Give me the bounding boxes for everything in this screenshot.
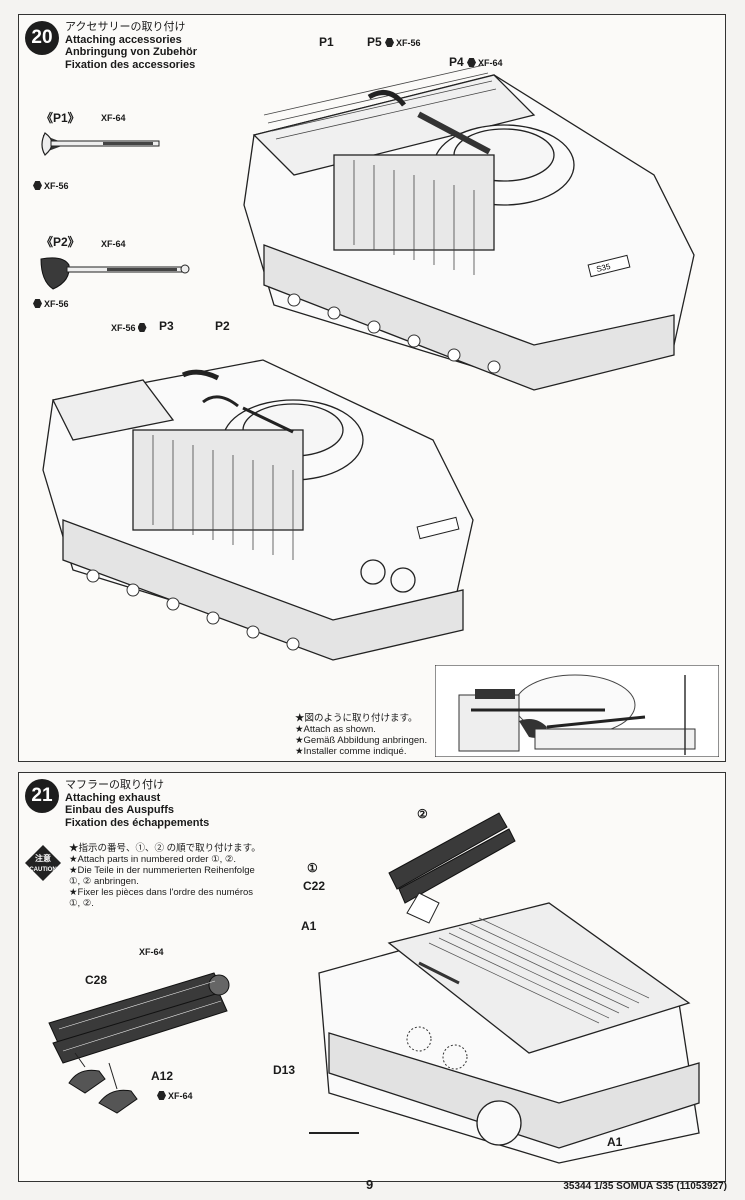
shovel-icon: [40, 257, 190, 290]
paint-xf56-p5: XF-56: [383, 38, 421, 48]
paint-xf64-c28: XF-64: [139, 947, 164, 957]
exhaust-parts-drawing: [48, 972, 230, 1114]
note-fr: ★Installer comme indiqué.: [295, 746, 407, 757]
note-jp: ★図のように取り付けます。: [295, 713, 418, 724]
paint-xf64-p2: XF-64: [101, 239, 126, 249]
part-label-p1: P1: [319, 35, 334, 49]
step-20-panel: 20 アクセサリーの取り付け Attaching accessories Anb…: [18, 14, 726, 762]
part-label-p2: P2: [215, 319, 230, 333]
part-label-a1-track: A1: [607, 1135, 623, 1149]
order-note-fr2: ①, ②.: [69, 898, 94, 909]
order-marker-2: ②: [417, 807, 428, 821]
part-label-a1: A1: [301, 919, 317, 933]
part-label-p5: P5: [367, 35, 382, 49]
title-en: Attaching accessories: [65, 33, 182, 46]
title-jp: アクセサリーの取り付け: [65, 21, 186, 33]
part-label-p4: P4: [449, 55, 464, 69]
title-fr: Fixation des accessories: [65, 58, 196, 71]
product-code: 35344 1/35 SOMUA S35 (11053927): [563, 1181, 727, 1192]
page-number: 9: [366, 1177, 374, 1192]
title-de-21: Einbau des Auspuffs: [65, 804, 174, 816]
part-label-a12: A12: [151, 1069, 174, 1083]
order-note-de2: ①, ② anbringen.: [69, 876, 139, 887]
step-title-block-21: マフラーの取り付け Attaching exhaust Einbau des A…: [65, 779, 209, 829]
part-label-p1-detail: 《P1》: [41, 111, 80, 125]
plate-text: S35: [595, 262, 612, 274]
order-note-jp: ★指示の番号、①、② の順で取り付けます。: [69, 843, 261, 854]
paint-xf64-a12: XF-64: [155, 1091, 193, 1101]
title-de: Anbringung von Zubehör: [65, 46, 197, 58]
tank-drawing-upper: S35: [243, 64, 695, 391]
part-label-c22: C22: [303, 879, 326, 893]
tank-drawing-lower: [42, 359, 474, 661]
order-note-de1: ★Die Teile in der nummerierten Reihenfol…: [69, 865, 255, 876]
step-number-badge-21: 21: [25, 779, 59, 813]
title-jp-21: マフラーの取り付け: [65, 779, 164, 791]
tank-rear-drawing: [309, 812, 700, 1164]
paint-xf56-p3: XF-56: [111, 323, 149, 333]
order-note: ★指示の番号、①、② の順で取り付けます。 ★Attach parts in n…: [69, 843, 261, 909]
axe-icon: [41, 132, 160, 156]
title-en-21: Attaching exhaust: [65, 791, 161, 804]
step-number-badge: 20: [25, 21, 59, 55]
order-note-fr1: ★Fixer les pièces dans l'ordre des numér…: [69, 887, 254, 898]
step-21-panel: 21 マフラーの取り付け Attaching exhaust Einbau de…: [18, 772, 726, 1182]
paint-xf56-p1: XF-56: [31, 181, 69, 191]
paint-xf64-p1: XF-64: [101, 113, 126, 123]
order-note-en: ★Attach parts in numbered order ①, ②.: [69, 854, 237, 865]
part-label-d13: D13: [273, 1063, 296, 1077]
paint-xf64-p4: XF-64: [465, 58, 503, 68]
paint-xf56-p2: XF-56: [31, 299, 69, 309]
order-marker-1: ①: [307, 861, 318, 875]
part-label-c28: C28: [85, 973, 108, 987]
inset-detail-view: [435, 665, 719, 757]
part-label-p2-detail: 《P2》: [41, 235, 80, 249]
note-de: ★Gemäß Abbildung anbringen.: [295, 735, 428, 746]
part-label-p3: P3: [159, 319, 174, 333]
title-fr-21: Fixation des échappements: [65, 816, 210, 829]
note-en: ★Attach as shown.: [295, 724, 376, 735]
step-title-block: アクセサリーの取り付け Attaching accessories Anbrin…: [65, 21, 197, 71]
attach-note: ★図のように取り付けます。 ★Attach as shown. ★Gemäß A…: [295, 713, 427, 757]
